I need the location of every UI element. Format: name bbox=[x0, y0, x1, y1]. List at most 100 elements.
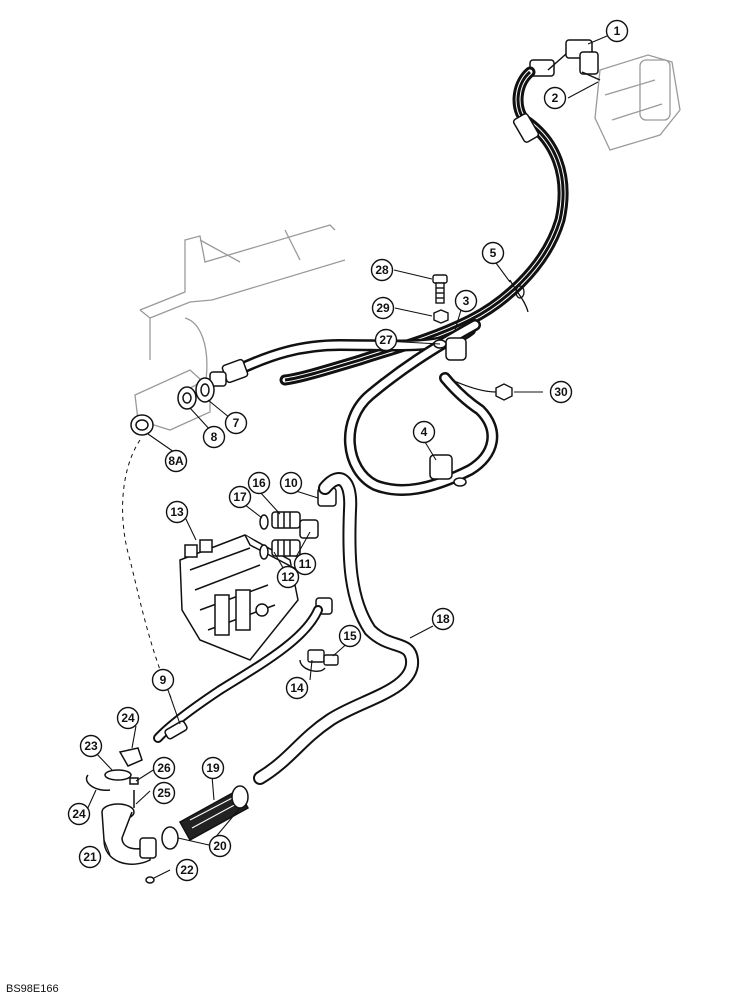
callout-24a: 24 bbox=[116, 706, 140, 730]
callout-circle bbox=[412, 420, 436, 444]
callout-label: 21 bbox=[83, 850, 97, 864]
callout-23: 23 bbox=[79, 734, 103, 758]
callout-label: 8A bbox=[168, 454, 184, 468]
callout-circle bbox=[605, 19, 629, 43]
callout-14: 14 bbox=[285, 676, 309, 700]
control-valve bbox=[179, 534, 299, 661]
callout-4: 4 bbox=[412, 420, 436, 444]
callout-29: 29 bbox=[371, 296, 395, 320]
callout-20: 20 bbox=[208, 834, 232, 858]
callout-21: 21 bbox=[78, 845, 102, 869]
callout-16: 16 bbox=[247, 471, 271, 495]
callout-24b: 24 bbox=[67, 802, 91, 826]
callout-label: 11 bbox=[299, 557, 312, 571]
callout-label: 22 bbox=[180, 863, 194, 877]
callout-circle bbox=[431, 607, 455, 631]
bolt bbox=[432, 274, 448, 304]
callout-circle bbox=[78, 845, 102, 869]
callout-27: 27 bbox=[374, 328, 398, 352]
callout-label: 23 bbox=[84, 739, 98, 753]
callout-label: 1 bbox=[614, 24, 621, 38]
callout-circle bbox=[224, 411, 248, 435]
short-hose bbox=[178, 788, 250, 842]
bolt-guide-line bbox=[451, 379, 497, 393]
callout-28: 28 bbox=[370, 258, 394, 282]
callout-5: 5 bbox=[481, 241, 505, 265]
callout-circle bbox=[338, 624, 362, 648]
callout-circle bbox=[279, 471, 303, 495]
wire-tie bbox=[509, 279, 529, 313]
callout-label: 26 bbox=[157, 761, 171, 775]
callout-18: 18 bbox=[431, 607, 455, 631]
callout-label: 14 bbox=[290, 681, 304, 695]
nut bbox=[433, 309, 513, 401]
callout-26: 26 bbox=[152, 756, 176, 780]
hose-clamp bbox=[429, 337, 467, 487]
callout-label: 7 bbox=[233, 416, 240, 430]
dashed-guide-line bbox=[122, 439, 173, 701]
callout-label: 5 bbox=[490, 246, 497, 260]
callout-circle bbox=[481, 241, 505, 265]
callout-8a: 8A bbox=[164, 449, 188, 473]
callout-label: 13 bbox=[170, 505, 184, 519]
callout-17: 17 bbox=[228, 485, 252, 509]
callout-label: 17 bbox=[233, 490, 247, 504]
callout-12: 12 bbox=[276, 565, 300, 589]
callout-11: 11 bbox=[293, 552, 317, 576]
callout-19: 19 bbox=[201, 756, 225, 780]
machine-frame-outline bbox=[134, 224, 346, 431]
callout-circle bbox=[374, 328, 398, 352]
callout-circle bbox=[228, 485, 252, 509]
filter-housing bbox=[85, 747, 157, 884]
callout-circle bbox=[247, 471, 271, 495]
hose-9 bbox=[153, 605, 323, 743]
callout-22: 22 bbox=[175, 858, 199, 882]
drawing-code: BS98E166 bbox=[6, 983, 59, 995]
callout-circle bbox=[202, 425, 226, 449]
callout-10: 10 bbox=[279, 471, 303, 495]
pump-outline bbox=[594, 54, 681, 151]
callout-circle bbox=[67, 802, 91, 826]
callout-circle bbox=[175, 858, 199, 882]
callout-8: 8 bbox=[202, 425, 226, 449]
callout-circle bbox=[165, 500, 189, 524]
callout-label: 24 bbox=[72, 807, 86, 821]
callout-label: 3 bbox=[463, 294, 470, 308]
tee-fitting bbox=[299, 649, 339, 672]
return-hose bbox=[253, 472, 419, 785]
callout-label: 30 bbox=[554, 385, 568, 399]
callout-circle bbox=[370, 258, 394, 282]
callout-label: 24 bbox=[121, 711, 135, 725]
callout-circle bbox=[371, 296, 395, 320]
callout-circle bbox=[151, 668, 175, 692]
callout-15: 15 bbox=[338, 624, 362, 648]
callout-circle bbox=[276, 565, 300, 589]
callout-label: 29 bbox=[376, 301, 390, 315]
callout-circle bbox=[79, 734, 103, 758]
callout-13: 13 bbox=[165, 500, 189, 524]
callout-9: 9 bbox=[151, 668, 175, 692]
callout-label: 4 bbox=[421, 425, 428, 439]
callout-circle bbox=[152, 756, 176, 780]
callout-2: 2 bbox=[543, 86, 567, 110]
callout-circle bbox=[201, 756, 225, 780]
callout-circle bbox=[152, 781, 176, 805]
callout-label: 2 bbox=[552, 91, 559, 105]
callout-label: 16 bbox=[252, 476, 266, 490]
callout-label: 28 bbox=[375, 263, 389, 277]
callout-circle bbox=[549, 380, 573, 404]
callout-label: 25 bbox=[157, 786, 171, 800]
callout-3: 3 bbox=[454, 289, 478, 313]
callout-25: 25 bbox=[152, 781, 176, 805]
washers bbox=[130, 377, 215, 436]
callout-1: 1 bbox=[605, 19, 629, 43]
callout-label: 8 bbox=[211, 430, 218, 444]
callout-circle bbox=[116, 706, 140, 730]
callout-30: 30 bbox=[549, 380, 573, 404]
callout-circle bbox=[454, 289, 478, 313]
callout-circle bbox=[164, 449, 188, 473]
callouts: 12345788A9101112131415161718192021222324… bbox=[67, 19, 629, 882]
callout-label: 15 bbox=[343, 629, 357, 643]
callout-label: 19 bbox=[206, 761, 220, 775]
elbow-fitting bbox=[529, 39, 601, 81]
